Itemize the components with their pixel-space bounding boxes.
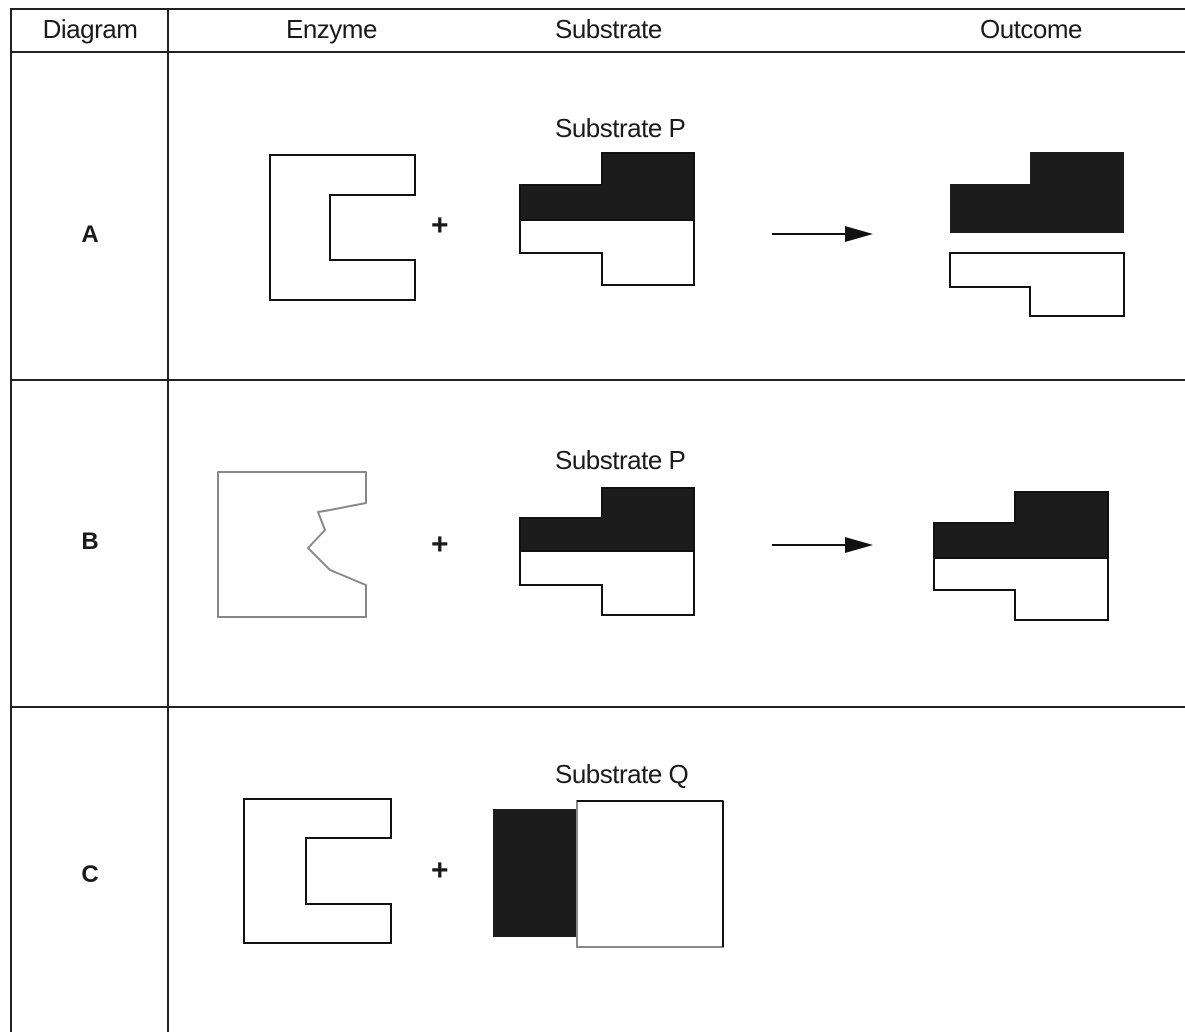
enzyme-c-shape [243,798,392,944]
substrate-label-b: Substrate P [555,445,686,475]
substrate-p-a-bottom [519,219,695,286]
row-b-diagram [217,471,1109,621]
substrate-p-a-top [519,152,695,221]
row-a-diagram [269,152,1125,317]
table-grid [10,8,1185,1032]
header-outcome: Outcome [980,14,1083,44]
outcome-b-top [933,491,1109,559]
row-c-diagram [243,798,724,948]
row-label-c: C [81,861,99,888]
row-label-b: B [81,528,99,555]
header-diagram: Diagram [42,14,138,44]
plus-sign-c: + [431,854,449,887]
header-enzyme: Enzyme [286,14,377,44]
substrate-p-b-bottom [519,550,695,616]
arrow-a-head [845,226,873,242]
substrate-q-dark-part [493,809,577,937]
plus-sign-a: + [431,209,449,242]
enzyme-a-shape [269,154,416,301]
substrate-q-light-part [576,800,724,948]
substrate-label-c: Substrate Q [555,759,689,789]
header-substrate: Substrate [555,14,662,44]
outcome-b-bottom [933,557,1109,621]
arrow-b-head [845,537,873,553]
product-a-top [950,152,1124,233]
substrate-p-b-top [519,487,695,552]
row-label-a: A [81,221,99,248]
plus-sign-b: + [431,528,449,561]
product-a-bottom [949,252,1125,317]
enzyme-b-denatured-shape [217,471,367,618]
substrate-label-a: Substrate P [555,113,686,143]
